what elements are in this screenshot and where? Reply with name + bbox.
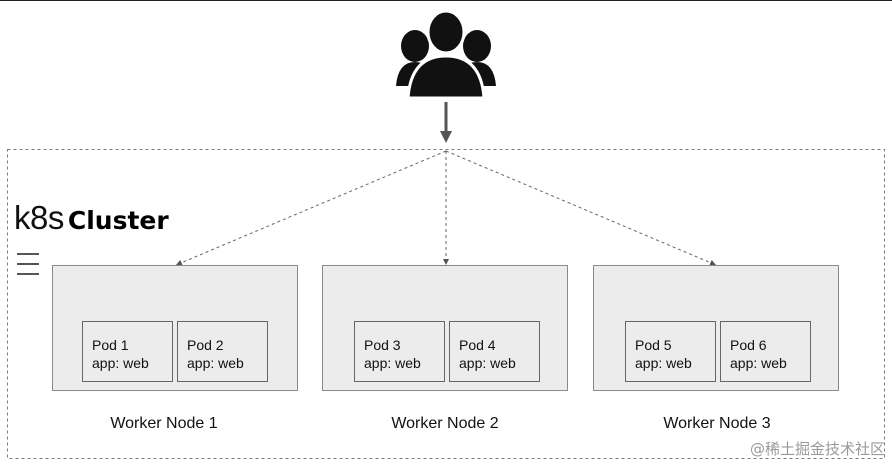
pod-name: Pod 4 xyxy=(459,337,496,353)
cluster-label: Cluster xyxy=(67,206,169,235)
pod-label: app: web xyxy=(459,355,516,371)
watermark: @稀土掘金技术社区 xyxy=(749,440,885,458)
pod-name: Pod 6 xyxy=(730,337,767,353)
pod-4: Pod 4 app: web xyxy=(449,321,540,382)
worker-node-label: Worker Node 3 xyxy=(663,415,771,432)
pod-6: Pod 6 app: web xyxy=(720,321,811,382)
pod-name: Pod 5 xyxy=(635,337,672,353)
pod-label: app: web xyxy=(635,355,692,371)
route-to-node-1 xyxy=(175,150,447,266)
pod-label: app: web xyxy=(364,355,421,371)
worker-node-label: Worker Node 2 xyxy=(391,415,499,432)
pod-3: Pod 3 app: web xyxy=(354,321,445,382)
pod-1: Pod 1 app: web xyxy=(82,321,173,382)
cluster-boundary xyxy=(7,149,885,459)
pod-label: app: web xyxy=(92,355,149,371)
pod-name: Pod 2 xyxy=(187,337,224,353)
users-group-icon xyxy=(396,9,496,100)
pod-label: app: web xyxy=(730,355,787,371)
pod-2: Pod 2 app: web xyxy=(177,321,268,382)
top-border xyxy=(0,0,892,1)
pod-name: Pod 1 xyxy=(92,337,129,353)
pod-5: Pod 5 app: web xyxy=(625,321,716,382)
pod-label: app: web xyxy=(187,355,244,371)
k8s-logo-text: k8s xyxy=(14,199,64,236)
pod-name: Pod 3 xyxy=(364,337,401,353)
route-to-node-3 xyxy=(445,150,717,266)
worker-node-label: Worker Node 1 xyxy=(110,415,218,432)
menu-icon[interactable] xyxy=(17,253,39,275)
